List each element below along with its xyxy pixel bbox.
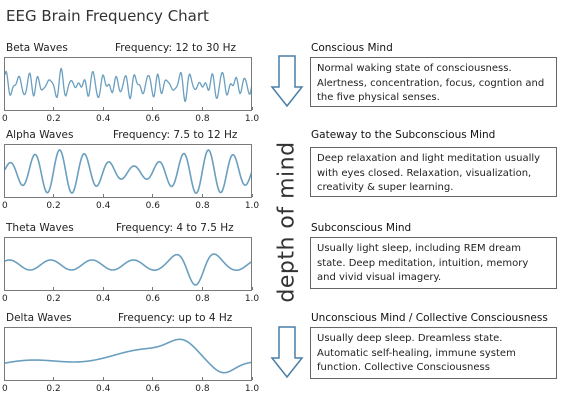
delta-frequency-label: Frequency: up to 4 Hz [118, 312, 233, 324]
theta-tick-mark [53, 287, 55, 290]
beta-tick-mark [201, 107, 203, 110]
delta-wave-plot [4, 327, 252, 381]
theta-tick-mark [3, 287, 5, 290]
beta-wave-svg [5, 67, 251, 103]
theta-tick-label: 0.8 [195, 294, 210, 304]
alpha-wave-plot [4, 144, 252, 198]
theta-tick-label: 0 [2, 294, 8, 304]
theta-wave-svg [5, 253, 251, 286]
alpha-tick-mark [3, 194, 5, 197]
beta-tick-label: 0.6 [145, 114, 160, 124]
alpha-tick-label: 0.4 [96, 201, 111, 211]
delta-tick-label: 0.2 [46, 384, 61, 394]
beta-tick-mark [152, 107, 154, 110]
alpha-wave-svg [5, 149, 251, 195]
delta-tick-mark [3, 377, 5, 380]
alpha-tick-label: 0.6 [145, 201, 160, 211]
delta-tick-label: 0.6 [145, 384, 160, 394]
gateway-subconscious-description: Deep relaxation and light meditation usu… [317, 153, 541, 193]
beta-tick-mark [53, 107, 55, 110]
delta-tick-label: 1.0 [244, 384, 260, 394]
alpha-tick-label: 0 [2, 201, 8, 211]
delta-wave-svg [5, 338, 251, 374]
delta-tick-label: 0.4 [96, 384, 111, 394]
theta-tick-label: 0.6 [145, 294, 160, 304]
subconscious-mind-description: Usually light sleep, including REM dream… [317, 243, 529, 283]
subconscious-mind-heading: Subconscious Mind [311, 222, 412, 234]
delta-tick-mark [102, 377, 104, 380]
alpha-frequency-label: Frequency: 7.5 to 12 Hz [113, 129, 238, 141]
conscious-mind-description-box: Normal waking state of consciousness. Al… [310, 57, 557, 107]
theta-wave-plot [4, 237, 252, 291]
delta-tick-mark [152, 377, 154, 380]
beta-tick-label: 1.0 [244, 114, 260, 124]
unconscious-mind-heading: Unconscious Mind / Collective Consciousn… [311, 312, 548, 324]
conscious-mind-description: Normal waking state of consciousness. Al… [317, 63, 545, 103]
theta-tick-label: 0.2 [46, 294, 61, 304]
beta-tick-mark [251, 107, 253, 110]
subconscious-mind-description-box: Usually light sleep, including REM dream… [310, 237, 557, 289]
delta-tick-label: 0 [2, 384, 8, 394]
alpha-tick-label: 0.2 [46, 201, 61, 211]
theta-frequency-label: Frequency: 4 to 7.5 Hz [116, 222, 234, 234]
down-arrow-icon [270, 55, 304, 108]
depth-of-mind-text: depth of mind [274, 141, 300, 303]
alpha-tick-mark [152, 194, 154, 197]
alpha-waveform [5, 149, 251, 195]
theta-tick-mark [251, 287, 253, 290]
beta-tick-label: 0.2 [46, 114, 61, 124]
theta-tick-label: 1.0 [244, 294, 260, 304]
unconscious-mind-description: Usually deep sleep. Dreamless state. Aut… [317, 333, 516, 373]
alpha-tick-label: 1.0 [244, 201, 260, 211]
page-title: EEG Brain Frequency Chart [6, 7, 209, 25]
gateway-subconscious-description-box: Deep relaxation and light meditation usu… [310, 147, 557, 197]
theta-waveform [5, 253, 251, 286]
unconscious-mind-description-box: Usually deep sleep. Dreamless state. Aut… [310, 327, 557, 379]
gateway-subconscious-heading: Gateway to the Subconscious Mind [311, 129, 496, 141]
delta-tick-mark [201, 377, 203, 380]
theta-tick-mark [201, 287, 203, 290]
beta-tick-label: 0 [2, 114, 8, 124]
beta-tick-label: 0.8 [195, 114, 210, 124]
beta-wave-plot [4, 57, 252, 111]
theta-tick-mark [152, 287, 154, 290]
theta-tick-mark [102, 287, 104, 290]
delta-waveform [5, 338, 251, 374]
alpha-tick-mark [201, 194, 203, 197]
beta-waveform [5, 67, 251, 103]
conscious-mind-heading: Conscious Mind [311, 42, 393, 54]
theta-wave-label: Theta Waves [6, 222, 74, 234]
beta-wave-label: Beta Waves [6, 42, 68, 54]
beta-frequency-label: Frequency: 12 to 30 Hz [115, 42, 237, 54]
alpha-tick-mark [102, 194, 104, 197]
delta-tick-mark [251, 377, 253, 380]
delta-wave-label: Delta Waves [6, 312, 72, 324]
alpha-tick-mark [53, 194, 55, 197]
delta-tick-label: 0.8 [195, 384, 210, 394]
alpha-tick-label: 0.8 [195, 201, 210, 211]
beta-tick-label: 0.4 [96, 114, 111, 124]
alpha-tick-mark [251, 194, 253, 197]
theta-tick-label: 0.4 [96, 294, 111, 304]
delta-tick-mark [53, 377, 55, 380]
beta-tick-mark [3, 107, 5, 110]
beta-tick-mark [102, 107, 104, 110]
alpha-wave-label: Alpha Waves [6, 129, 74, 141]
down-arrow-icon [270, 326, 304, 379]
